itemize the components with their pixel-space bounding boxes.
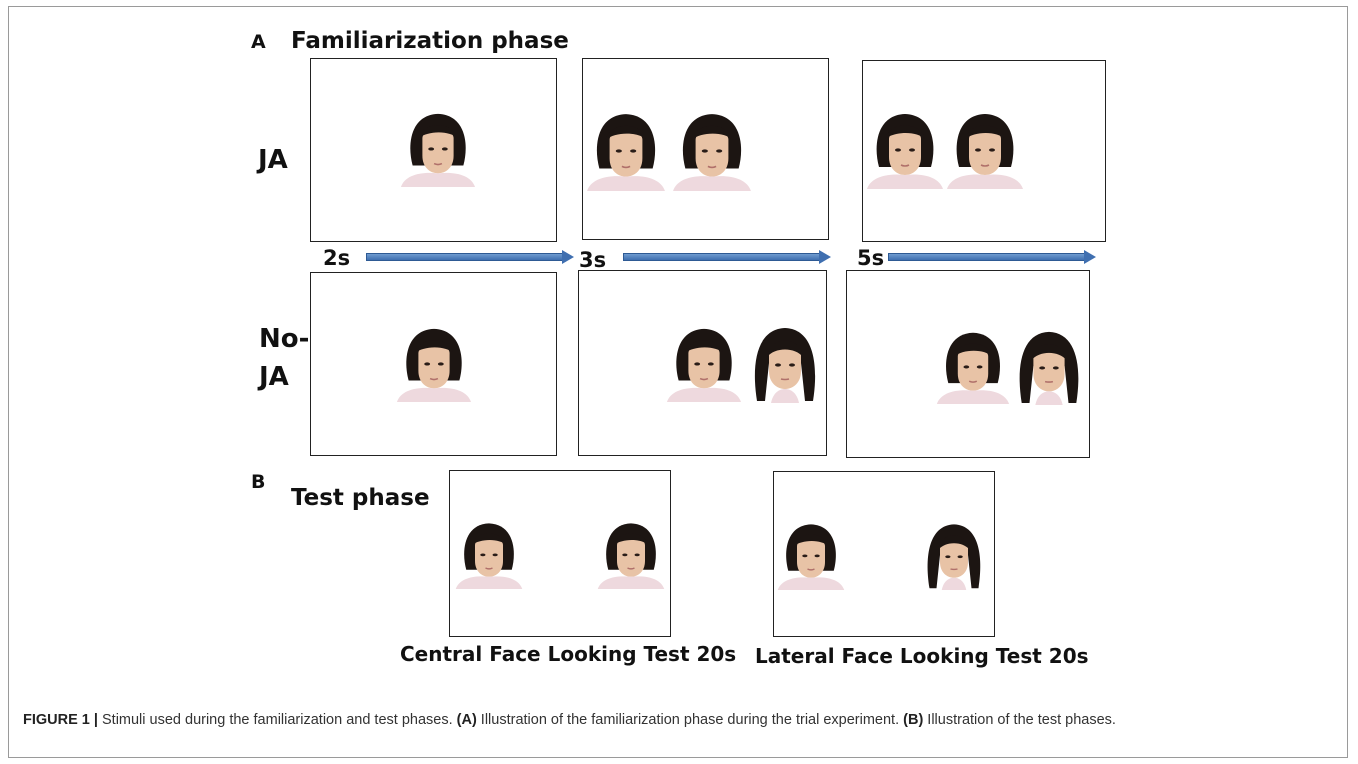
timeline-arrow-2 bbox=[623, 250, 831, 264]
row-label-ja: JA bbox=[258, 145, 288, 175]
test-label-central: Central Face Looking Test 20s bbox=[400, 642, 737, 666]
test-stimulus-frame-lateral bbox=[773, 471, 995, 637]
ja-stimulus-frame-2 bbox=[582, 58, 829, 240]
timeline-arrow-3 bbox=[888, 250, 1096, 264]
panel-a-heading: Familiarization phase bbox=[291, 28, 569, 54]
nja-stimulus-frame-3 bbox=[846, 270, 1090, 458]
ja-stimulus-frame-3 bbox=[862, 60, 1106, 242]
timing-label-3: 5s bbox=[857, 246, 885, 270]
nja-stimulus-frame-1 bbox=[310, 272, 557, 456]
face-image bbox=[865, 109, 945, 189]
face-image bbox=[776, 520, 846, 590]
face-image bbox=[745, 323, 825, 403]
face-image bbox=[454, 519, 524, 589]
face-image bbox=[395, 323, 473, 403]
face-image bbox=[918, 520, 990, 590]
caption-text-2: Illustration of the familiarization phas… bbox=[476, 712, 904, 728]
caption-figure-label: FIGURE 1 | bbox=[23, 712, 98, 728]
panel-b-letter: B bbox=[251, 471, 266, 493]
caption-text-3: Illustration of the test phases. bbox=[923, 712, 1116, 728]
caption-a-tag: (A) bbox=[456, 712, 477, 728]
face-image bbox=[399, 109, 477, 187]
test-label-lateral: Lateral Face Looking Test 20s bbox=[755, 644, 1089, 668]
timeline-arrow-1 bbox=[366, 250, 574, 264]
row-label-nja-line2: JA bbox=[259, 362, 289, 392]
face-image bbox=[935, 327, 1011, 405]
face-image bbox=[945, 109, 1025, 189]
figure-frame bbox=[8, 6, 1348, 758]
figure-caption: FIGURE 1 | Stimuli used during the famil… bbox=[23, 710, 1323, 730]
test-stimulus-frame-central bbox=[449, 470, 671, 637]
face-image bbox=[665, 323, 743, 403]
nja-stimulus-frame-2 bbox=[578, 270, 827, 456]
face-image bbox=[585, 109, 667, 191]
face-image bbox=[1009, 327, 1089, 405]
face-image bbox=[596, 519, 666, 589]
caption-text-1: Stimuli used during the familiarization … bbox=[97, 712, 457, 728]
panel-a-letter: A bbox=[251, 31, 266, 53]
ja-stimulus-frame-1 bbox=[310, 58, 557, 242]
row-label-nja-line1: No- bbox=[259, 324, 310, 354]
face-image bbox=[671, 109, 753, 191]
timing-label-2: 3s bbox=[579, 248, 607, 272]
panel-b-heading: Test phase bbox=[291, 485, 430, 511]
timing-label-1: 2s bbox=[323, 246, 351, 270]
caption-b-tag: (B) bbox=[903, 712, 924, 728]
